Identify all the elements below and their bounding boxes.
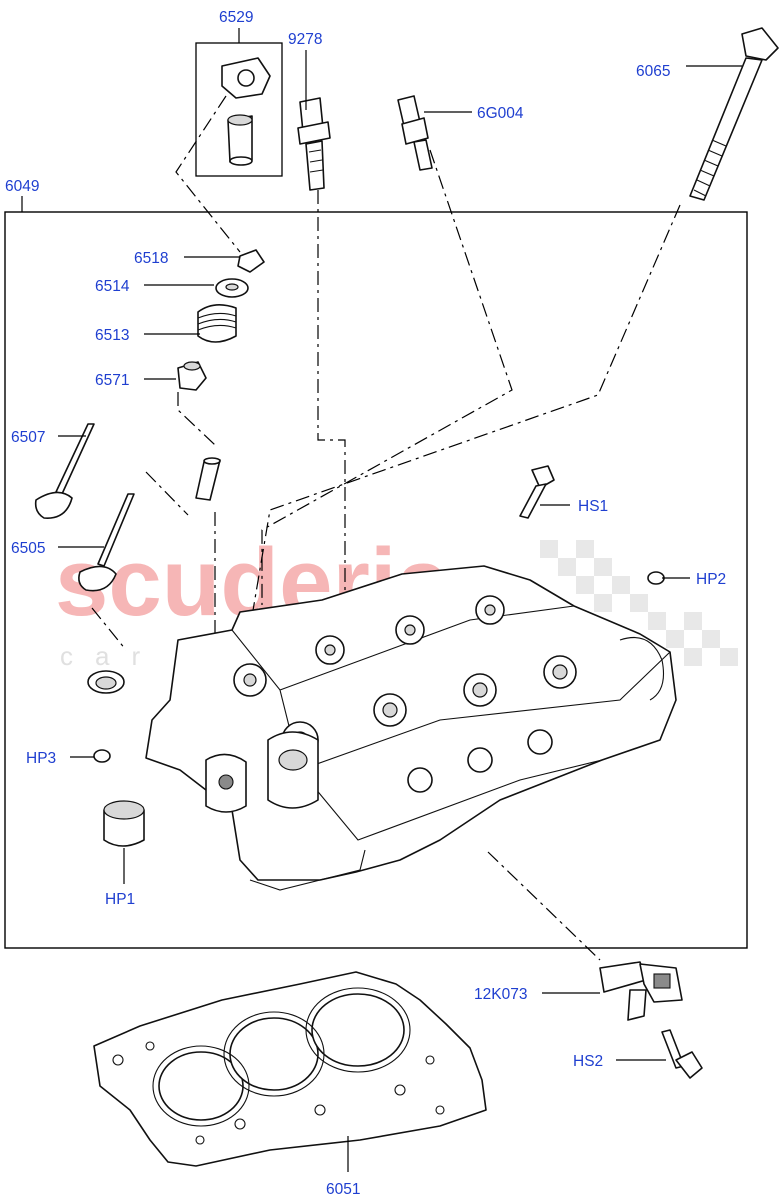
exhaust-valve: [34, 423, 95, 519]
assembly-lines: [91, 95, 681, 961]
sensor-bolt-hs2: [661, 1029, 703, 1079]
callouts: 6529 9278 6065 6G004 6049 6518 6514 6513…: [5, 9, 726, 1198]
valve-stem-seal: [177, 361, 207, 391]
cylinder-head: [145, 565, 677, 891]
callout-hp1[interactable]: HP1: [105, 891, 135, 908]
callout-6514[interactable]: 6514: [95, 278, 130, 295]
callout-6051[interactable]: 6051: [326, 1181, 360, 1198]
cylinder-head-gasket: [93, 971, 487, 1167]
plug-hs1-bolt: [519, 465, 555, 519]
callout-6g004[interactable]: 6G004: [477, 105, 524, 122]
leader-lines: [58, 50, 742, 1172]
valve-spring: [197, 304, 237, 343]
callout-12k073[interactable]: 12K073: [474, 986, 527, 1003]
callout-6518[interactable]: 6518: [134, 250, 168, 267]
plug-hp2: [647, 571, 665, 585]
cylinder-head-assembly-frame: [4, 211, 748, 949]
callout-6505[interactable]: 6505: [11, 540, 45, 557]
valve-guide: [195, 457, 221, 501]
temperature-sensor: [397, 95, 433, 171]
callout-hs2[interactable]: HS2: [573, 1053, 603, 1070]
valve-seat: [87, 670, 125, 694]
knock-sensor: [599, 961, 683, 1021]
callout-hp3[interactable]: HP3: [26, 750, 56, 767]
cylinder-head-bolt: [689, 27, 779, 201]
callout-6049[interactable]: 6049: [5, 178, 39, 195]
callout-hp2[interactable]: HP2: [696, 571, 726, 588]
callout-9278[interactable]: 9278: [288, 31, 322, 48]
spring-retainer: [215, 278, 249, 298]
callout-6571[interactable]: 6571: [95, 372, 129, 389]
callout-hs1[interactable]: HS1: [578, 498, 608, 515]
valve-collets: [237, 249, 265, 273]
callout-6065[interactable]: 6065: [636, 63, 670, 80]
camshaft-sensor: [297, 97, 331, 191]
callout-6507[interactable]: 6507: [11, 429, 45, 446]
roller-rocker-arm: [221, 57, 271, 166]
callout-6529[interactable]: 6529: [219, 9, 253, 26]
callout-6513[interactable]: 6513: [95, 327, 129, 344]
plug-hp1: [103, 800, 145, 847]
plug-hp3: [93, 749, 111, 763]
intake-valve: [78, 493, 135, 592]
watermark-checker: [540, 540, 738, 666]
